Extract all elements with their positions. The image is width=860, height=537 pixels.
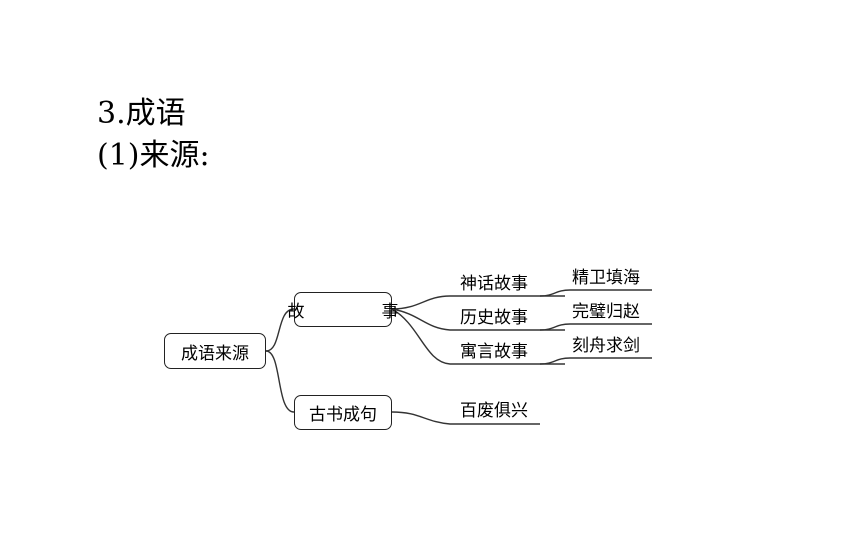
node-ancient-book-phrases: 古书成句 <box>294 395 392 430</box>
subsection-heading: (1)来源: <box>97 138 210 173</box>
example-fable: 刻舟求剑 <box>572 336 640 356</box>
connector-myth-example <box>539 289 652 297</box>
node-stories: 故 事 <box>288 292 399 327</box>
example-myth: 精卫填海 <box>572 268 640 288</box>
connector-fable-example <box>539 357 652 365</box>
label-fable-stories: 寓言故事 <box>460 342 528 362</box>
label-historical-stories: 历史故事 <box>460 308 528 328</box>
label-myth-stories: 神话故事 <box>460 274 528 294</box>
example-ancient: 百废俱兴 <box>460 401 528 421</box>
connector-story-myth <box>391 295 565 310</box>
node-idiom-sources: 成语来源 <box>164 333 266 369</box>
connector-ancient-example <box>391 411 540 425</box>
connector-story-history <box>391 308 565 331</box>
example-history: 完璧归赵 <box>572 302 640 322</box>
connector-story-fable <box>391 308 565 365</box>
connector-root-story <box>265 308 295 352</box>
connector-root-ancient <box>265 350 295 413</box>
connector-history-example <box>539 323 652 331</box>
section-heading: 3.成语 <box>97 96 186 131</box>
